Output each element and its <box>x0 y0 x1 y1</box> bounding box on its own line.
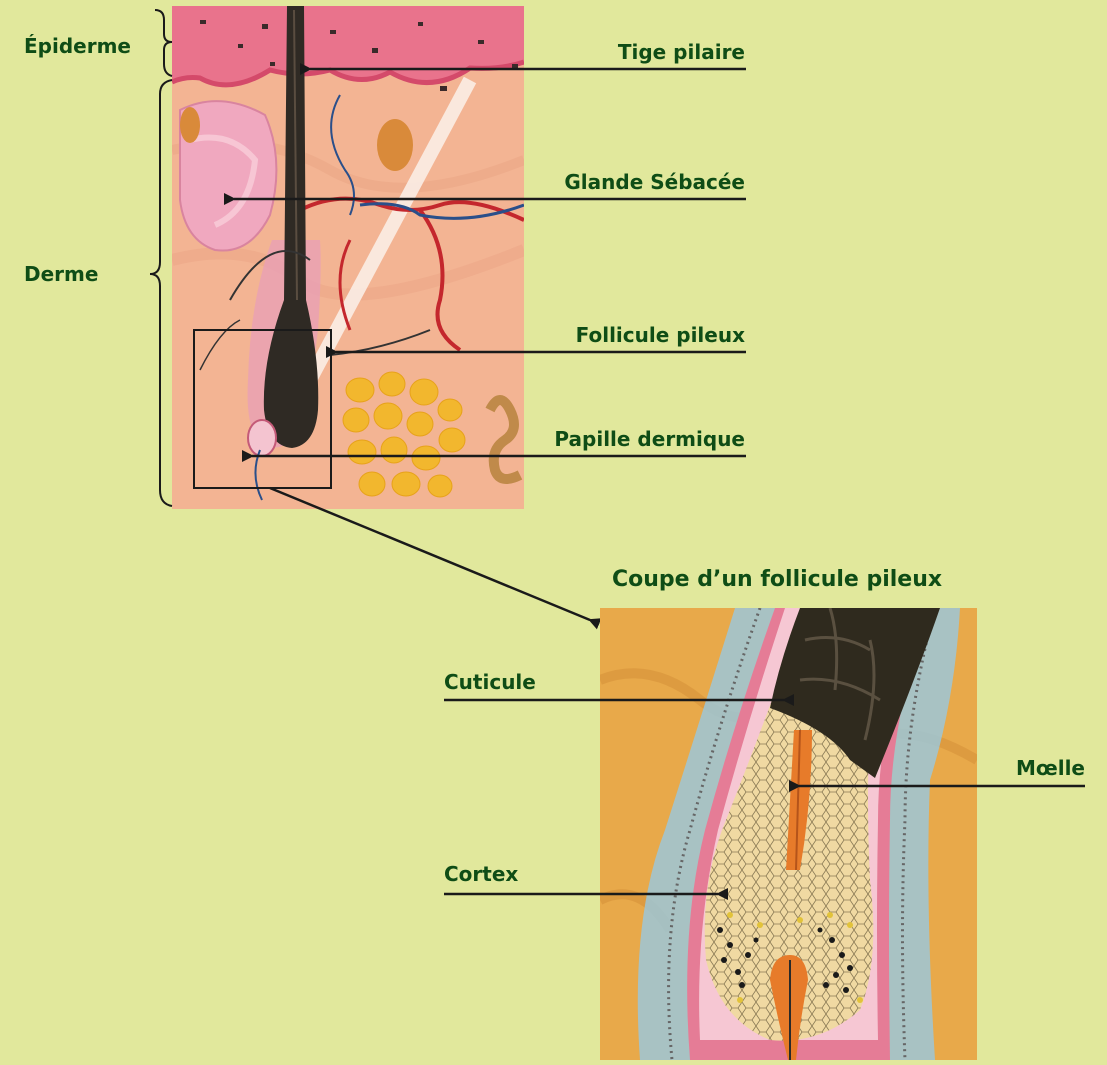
label-papille-dermique: Papille dermique <box>554 427 745 451</box>
section-title: Coupe d’un follicule pileux <box>612 568 942 592</box>
label-cuticule: Cuticule <box>444 670 536 694</box>
dermal-papilla <box>248 420 276 456</box>
label-follicule-pileux: Follicule pileux <box>576 323 745 347</box>
derme-brace <box>150 80 172 506</box>
label-moelle: Mœlle <box>1016 756 1085 780</box>
label-derme: Derme <box>24 262 98 286</box>
follicle-section-illustration <box>600 608 977 1060</box>
label-epiderme: Épiderme <box>24 34 131 58</box>
epiderme-brace <box>155 10 172 76</box>
skin-section-illustration <box>172 6 524 509</box>
label-glande-sebacee: Glande Sébacée <box>564 170 745 194</box>
label-tige-pilaire: Tige pilaire <box>618 40 745 64</box>
label-cortex: Cortex <box>444 862 518 886</box>
